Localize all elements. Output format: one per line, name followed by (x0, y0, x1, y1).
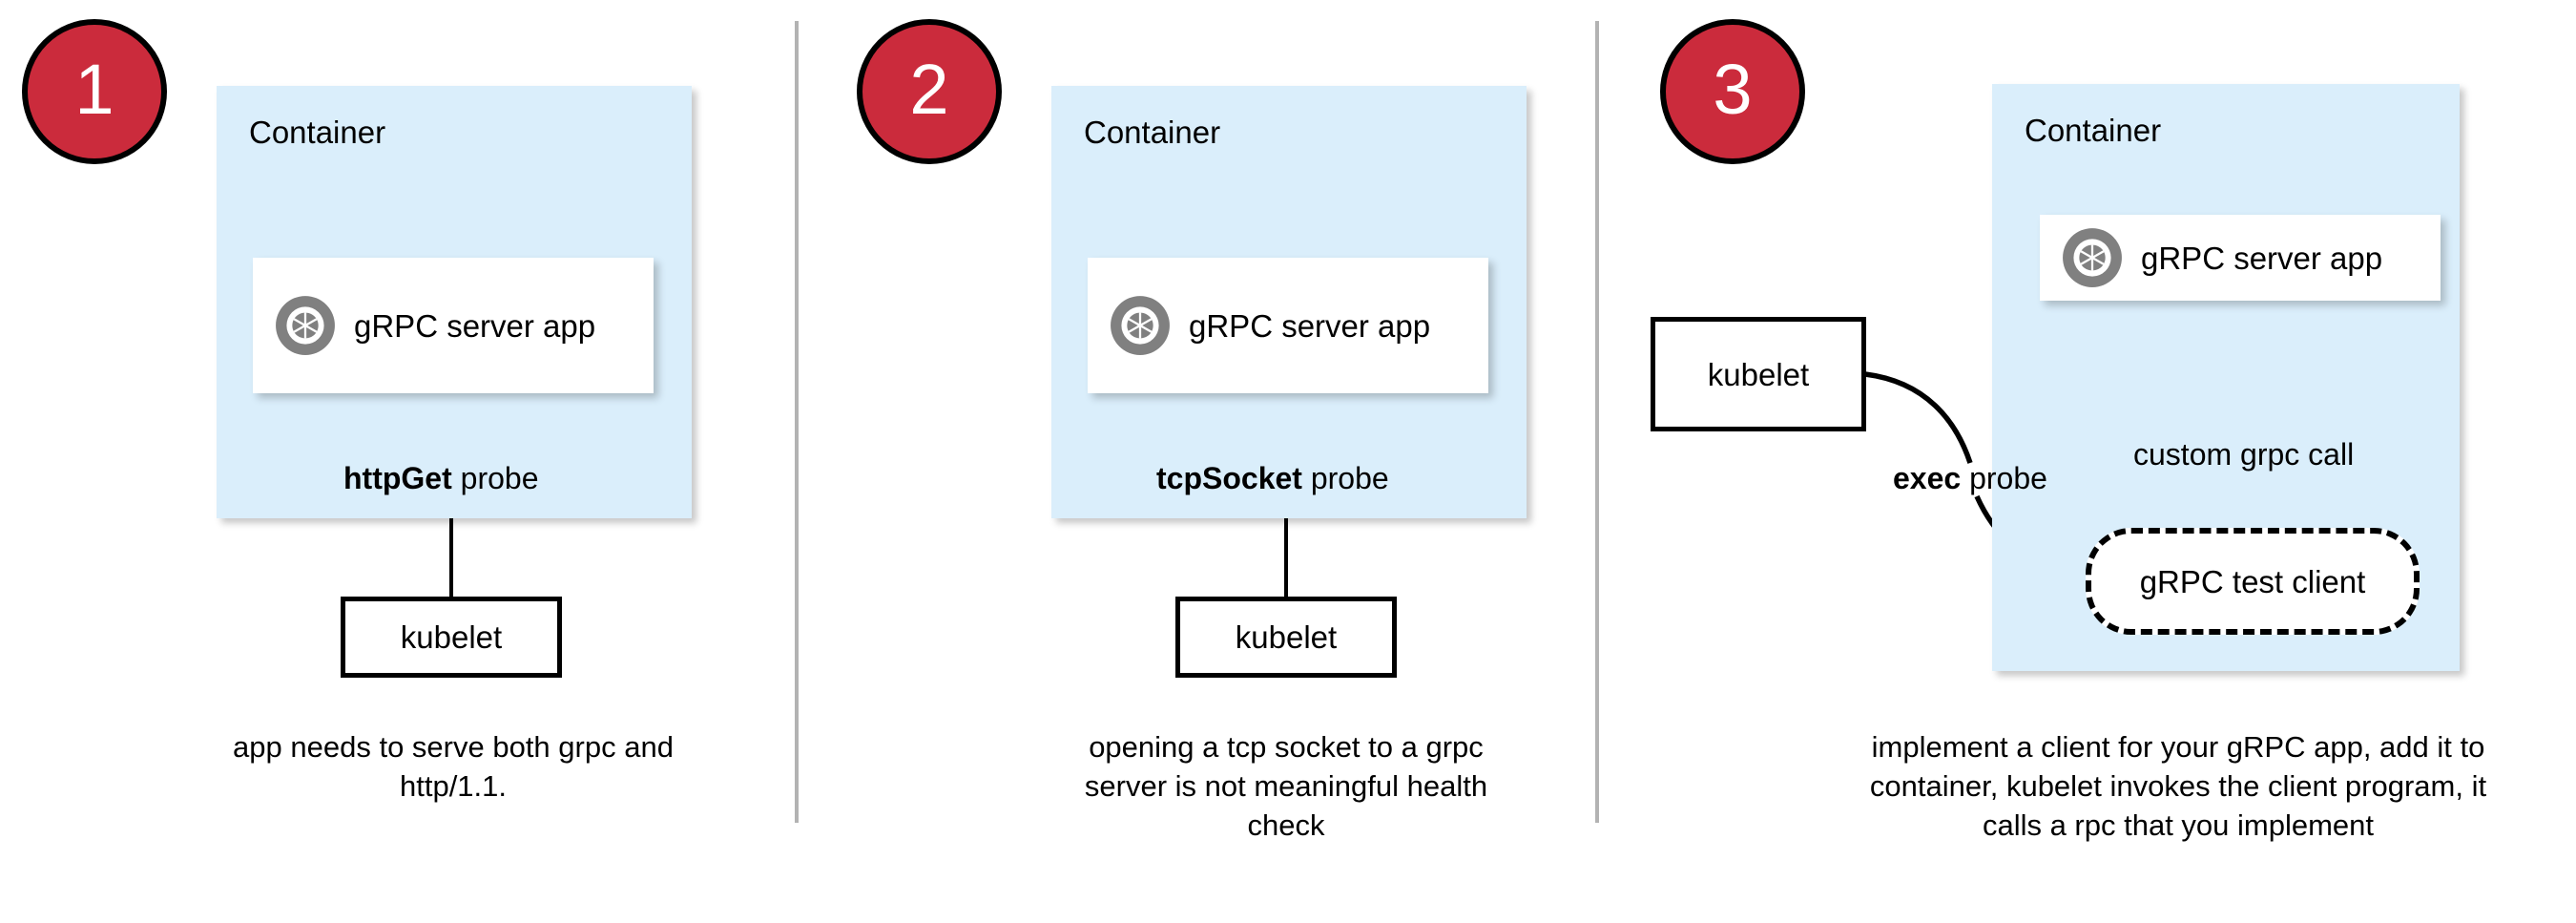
httpget-probe-label-rest: probe (451, 461, 539, 495)
panel-divider-2 (1595, 21, 1599, 823)
grpc-aperture-icon (2063, 228, 2122, 287)
exec-probe-label-rest: probe (1961, 461, 2047, 495)
step-badge-3: 3 (1660, 19, 1805, 164)
step-badge-1: 1 (22, 19, 167, 164)
grpc-server-app-card-1: gRPC server app (253, 258, 654, 393)
kubelet-box-1: kubelet (341, 597, 562, 678)
panel-caption-3: implement a client for your gRPC app, ad… (1869, 730, 2487, 843)
kubelet-label: kubelet (400, 619, 503, 655)
grpc-server-app-label: gRPC server app (2141, 240, 2383, 276)
grpc-test-client-node: gRPC test client (2086, 528, 2420, 635)
kubelet-label: kubelet (1235, 619, 1338, 655)
panel-caption-2: opening a tcp socket to a grpc server is… (1084, 730, 1488, 843)
kubelet-box-3: kubelet (1651, 317, 1866, 431)
grpc-test-client-label: gRPC test client (2139, 563, 2366, 599)
grpc-aperture-icon (276, 296, 335, 355)
exec-probe-label: exec probe (1893, 463, 2047, 493)
kubelet-box-2: kubelet (1175, 597, 1397, 678)
arrow-exec-probe-upper (1864, 371, 1973, 464)
httpget-probe-label: httpGet probe (343, 463, 538, 493)
container-label: Container (2025, 113, 2162, 148)
tcpsocket-probe-label-rest: probe (1301, 461, 1389, 495)
step-number: 1 (74, 50, 114, 129)
container-label: Container (1084, 115, 1221, 150)
step-number: 3 (1713, 50, 1753, 129)
exec-probe-label-bold: exec (1893, 461, 1962, 495)
tcpsocket-probe-label-bold: tcpSocket (1156, 461, 1302, 495)
panel-divider-1 (795, 21, 799, 823)
custom-grpc-call-label: custom grpc call (2133, 437, 2355, 472)
grpc-server-app-card-2: gRPC server app (1088, 258, 1488, 393)
panel-caption-1: app needs to serve both grpc and http/1.… (233, 730, 674, 804)
grpc-aperture-icon (1111, 296, 1170, 355)
step-number: 2 (909, 50, 949, 129)
container-label: Container (249, 115, 386, 150)
kubelet-label: kubelet (1707, 356, 1810, 392)
grpc-server-app-label: gRPC server app (354, 307, 596, 344)
grpc-server-app-label: gRPC server app (1189, 307, 1431, 344)
grpc-server-app-card-3: gRPC server app (2040, 215, 2441, 301)
httpget-probe-label-bold: httpGet (343, 461, 452, 495)
step-badge-2: 2 (857, 19, 1002, 164)
tcpsocket-probe-label: tcpSocket probe (1156, 463, 1389, 493)
